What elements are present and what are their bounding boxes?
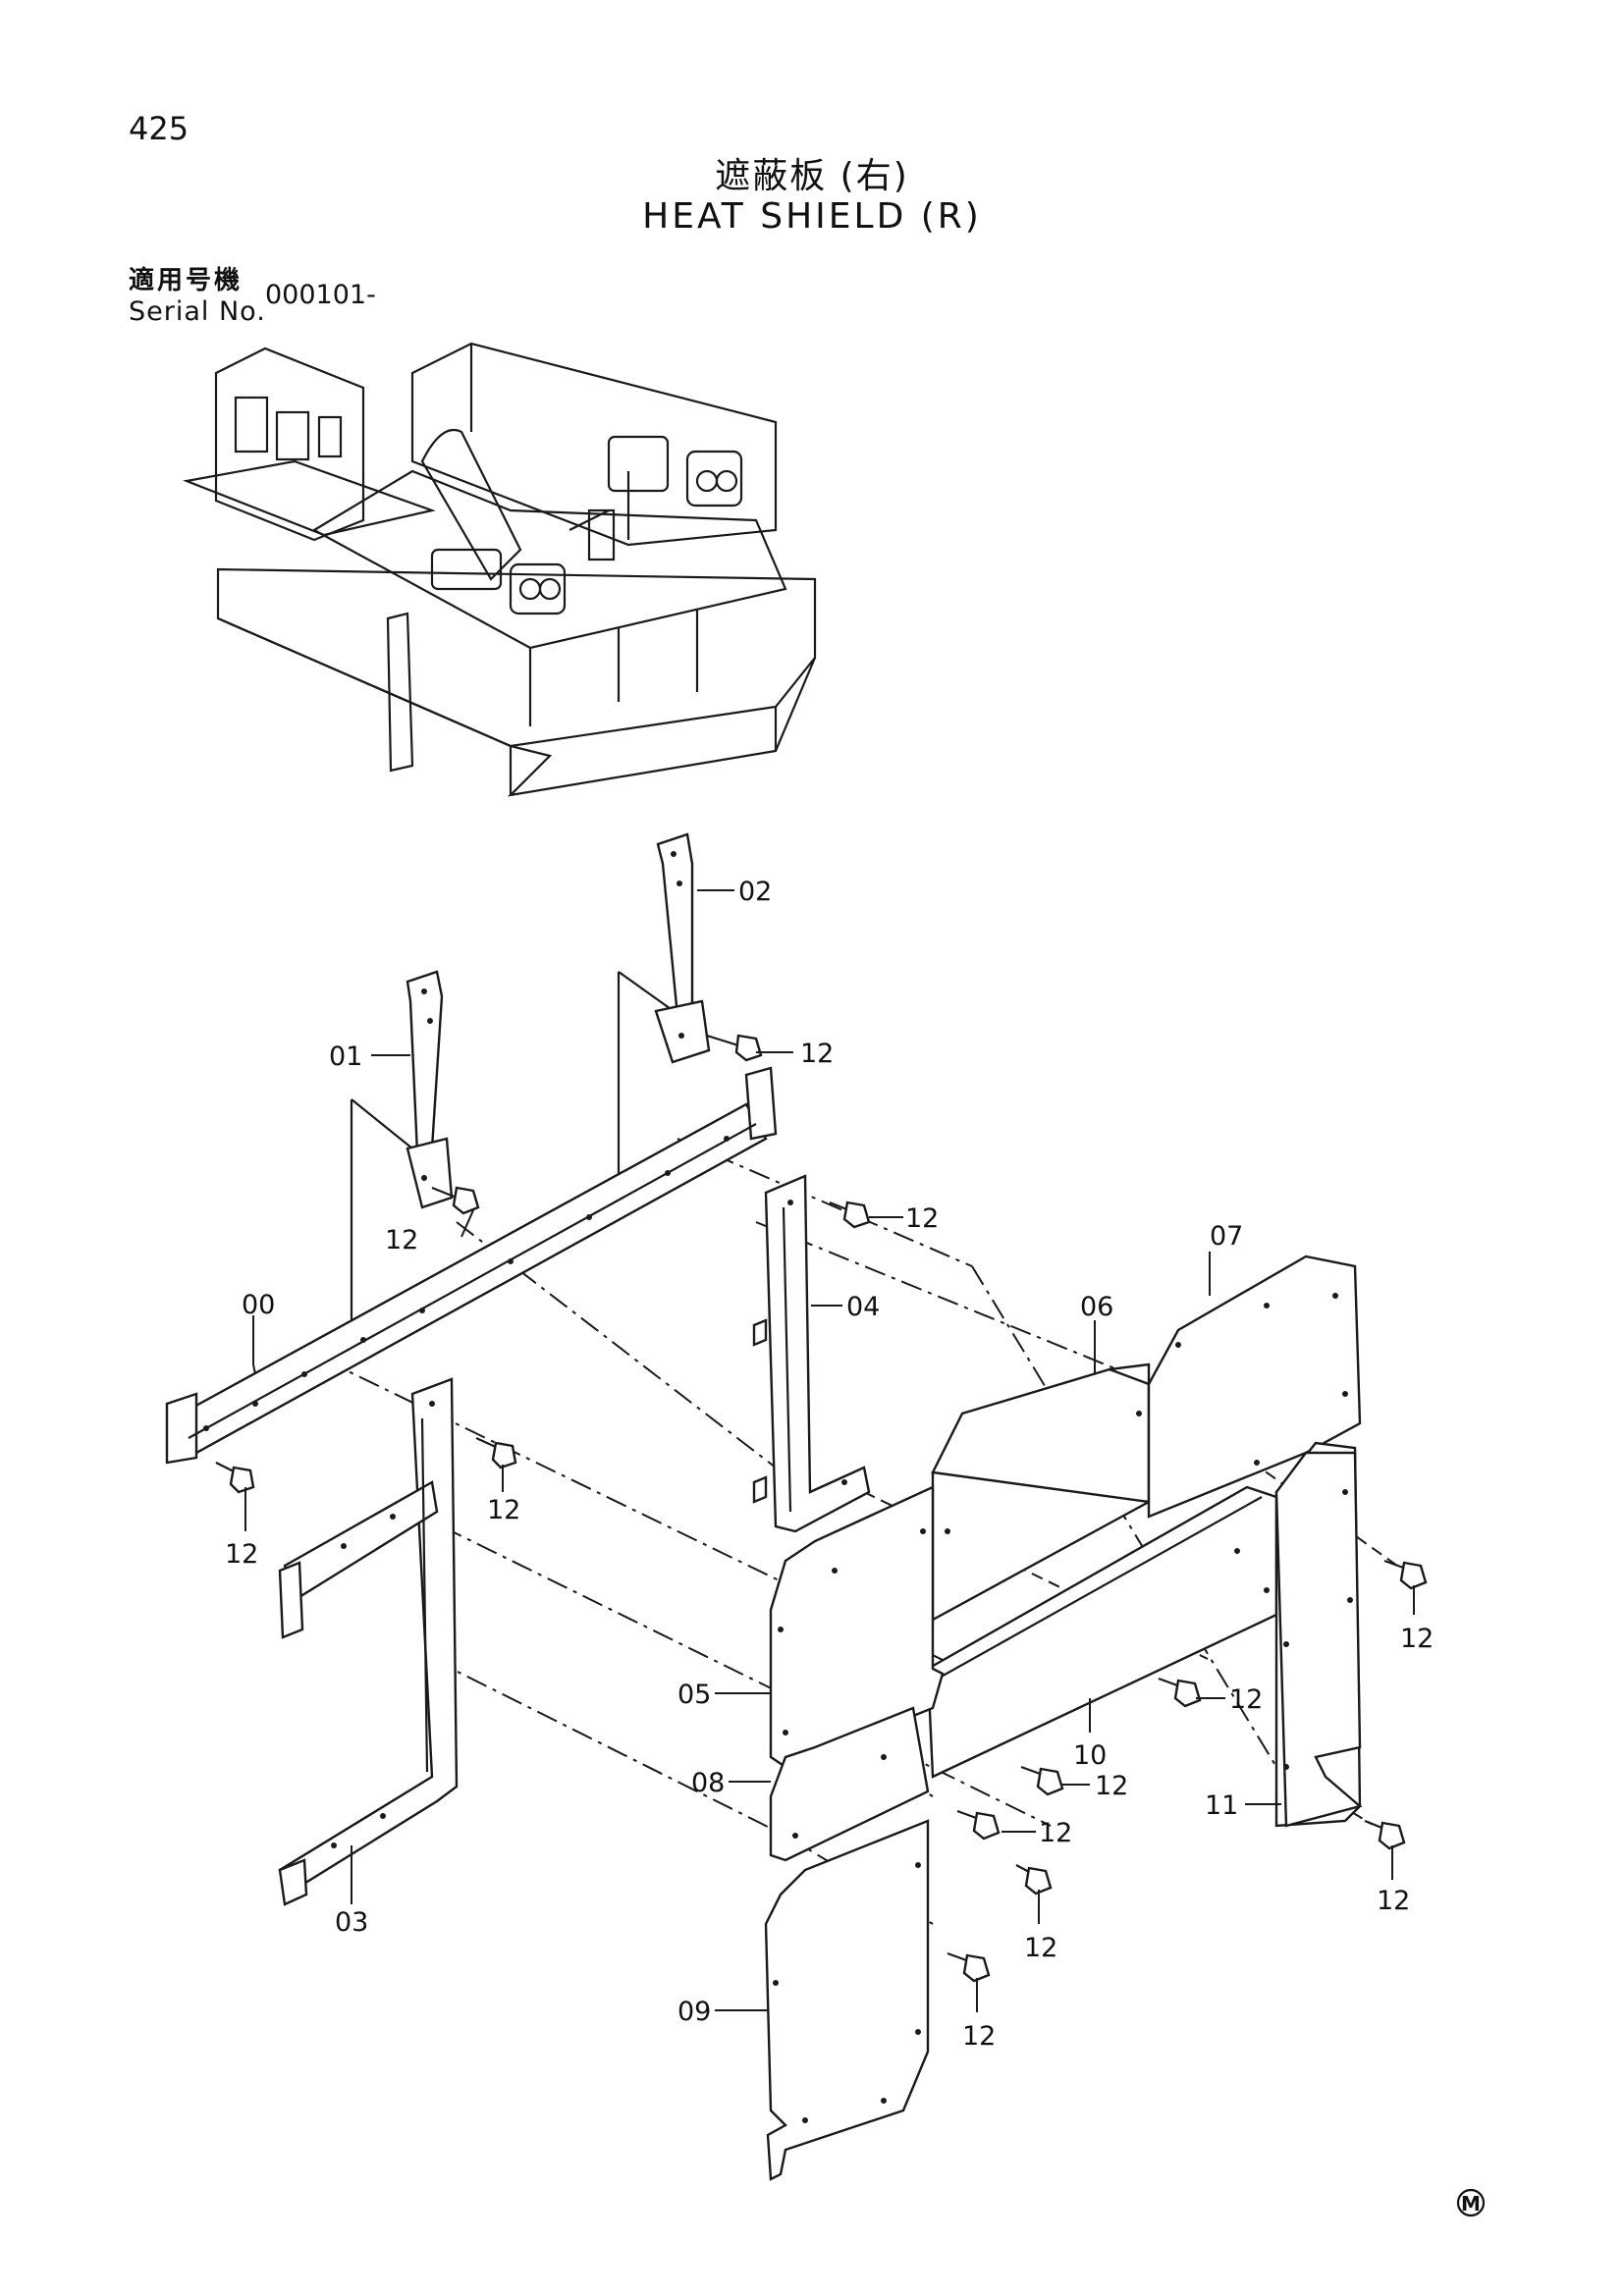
callout-04: 04 — [846, 1292, 880, 1322]
bolt-icon — [1383, 1559, 1428, 1590]
part-05-panel — [769, 1485, 945, 1769]
callout-12: 12 — [962, 2021, 996, 2052]
part-11-panel — [1274, 1441, 1363, 1828]
callout-12: 12 — [1095, 1771, 1128, 1801]
bolt-icon — [1364, 1819, 1406, 1850]
part-04-post — [752, 1174, 871, 1533]
title-japanese: 遮蔽板 (右) — [715, 156, 909, 196]
callout-12: 12 — [225, 1539, 258, 1570]
callout-02: 02 — [738, 877, 772, 907]
bolt-icon — [475, 1436, 517, 1469]
callout-09: 09 — [677, 1997, 711, 2027]
callout-12: 12 — [487, 1495, 520, 1525]
bolt-icon — [947, 1951, 991, 1983]
bolt-icon — [829, 1201, 871, 1229]
callout-12: 12 — [1039, 1818, 1072, 1848]
callout-12: 12 — [1024, 1933, 1057, 1963]
callout-08: 08 — [691, 1768, 725, 1798]
bolt-icon — [431, 1186, 480, 1215]
title-english: HEAT SHIELD (R) — [642, 196, 982, 237]
serial-label-english: Serial No. — [129, 296, 266, 327]
leader-lines — [244, 889, 1415, 2012]
callout-00: 00 — [242, 1290, 275, 1320]
bolt-icon — [1020, 1765, 1064, 1796]
part-00-rail — [165, 1066, 778, 1465]
part-01-bracket — [406, 970, 454, 1209]
callout-12: 12 — [1377, 1886, 1410, 1916]
serial-value: 000101- — [265, 280, 376, 310]
serial-label-japanese: 適用号機 — [129, 266, 244, 295]
bolt-icon — [956, 1809, 1001, 1841]
callout-03: 03 — [335, 1907, 368, 1938]
part-03-frame — [278, 1377, 459, 1906]
bolt-icon — [706, 1034, 763, 1062]
callout-01: 01 — [329, 1041, 362, 1072]
part-07-panel — [1147, 1255, 1362, 1519]
bolt-icon — [215, 1462, 255, 1494]
part-02-bracket — [654, 832, 711, 1064]
callout-12: 12 — [800, 1039, 834, 1069]
m-mark-icon: M — [1456, 2188, 1486, 2217]
exploded-parts: 01 02 12 12 12 04 00 12 12 07 06 05 12 1… — [165, 832, 1434, 2181]
callout-05: 05 — [677, 1680, 711, 1710]
callout-07: 07 — [1210, 1221, 1243, 1252]
callout-12: 12 — [385, 1225, 418, 1255]
bolt-icon — [1015, 1864, 1053, 1896]
callout-06: 06 — [1080, 1292, 1113, 1322]
callout-12: 12 — [905, 1203, 939, 1234]
m-mark-letter: M — [1461, 2192, 1481, 2216]
callout-12: 12 — [1229, 1684, 1263, 1715]
callout-labels: 01 02 12 12 12 04 00 12 12 07 06 05 12 1… — [225, 877, 1434, 2052]
part-08-panel — [769, 1706, 930, 1862]
machine-overview-illustration — [182, 342, 817, 797]
page-number: 425 — [129, 110, 189, 147]
bolts — [215, 1034, 1428, 1983]
callout-10: 10 — [1073, 1740, 1107, 1771]
callout-12: 12 — [1400, 1624, 1434, 1654]
part-09-panel — [764, 1819, 930, 2181]
callout-11: 11 — [1205, 1790, 1238, 1821]
bolt-icon — [1158, 1677, 1202, 1708]
